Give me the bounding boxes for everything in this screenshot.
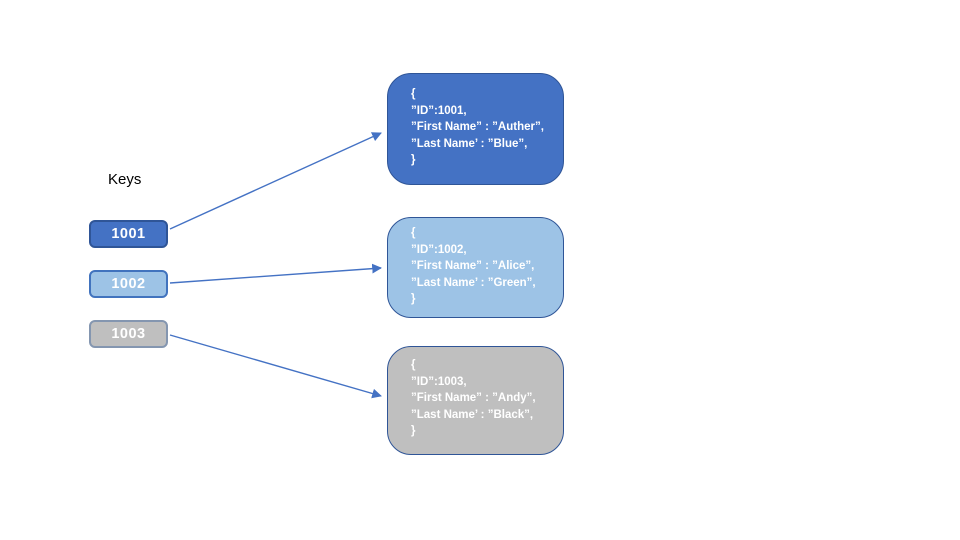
record-line: ”First Name” : ”Andy”, [411, 392, 536, 404]
record-box-1002: { ”ID”:1002, ”First Name” : ”Alice”, ”La… [387, 217, 564, 318]
record-line: ”Last Name’ : ”Blue”, [411, 137, 528, 150]
key-box-1001: 1001 [89, 220, 168, 248]
record-line: ”ID”:1002, [411, 243, 467, 256]
record-line: } [411, 154, 416, 166]
arrow-1001-to-record [169, 132, 382, 230]
key-box-1003: 1003 [89, 320, 168, 348]
record-line: { [411, 359, 416, 371]
key-label: 1003 [111, 326, 146, 342]
record-line: { [411, 88, 416, 100]
record-line: } [411, 293, 416, 305]
keys-label: Keys [108, 171, 142, 188]
arrow-1003-to-record [169, 334, 382, 399]
record-line: ”Last Name’ : ”Black”, [411, 408, 534, 421]
record-line: ”Last Name’ : ”Green”, [411, 276, 536, 289]
record-box-1001: { ”ID”:1001, ”First Name” : ”Auther”, ”L… [387, 73, 564, 185]
record-line: { [411, 227, 416, 239]
record-line: } [411, 425, 416, 437]
record-line: ”First Name” : ”Auther”, [411, 121, 544, 133]
record-box-1003: { ”ID”:1003, ”First Name” : ”Andy”, ”Las… [387, 346, 564, 455]
record-line: ”ID”:1003, [411, 375, 467, 388]
key-box-1002: 1002 [89, 270, 168, 298]
record-line: ”First Name” : ”Alice”, [411, 260, 535, 272]
arrow-1002-to-record [169, 263, 382, 284]
key-label: 1002 [111, 276, 146, 292]
record-line: ”ID”:1001, [411, 104, 467, 117]
key-label: 1001 [111, 226, 146, 242]
